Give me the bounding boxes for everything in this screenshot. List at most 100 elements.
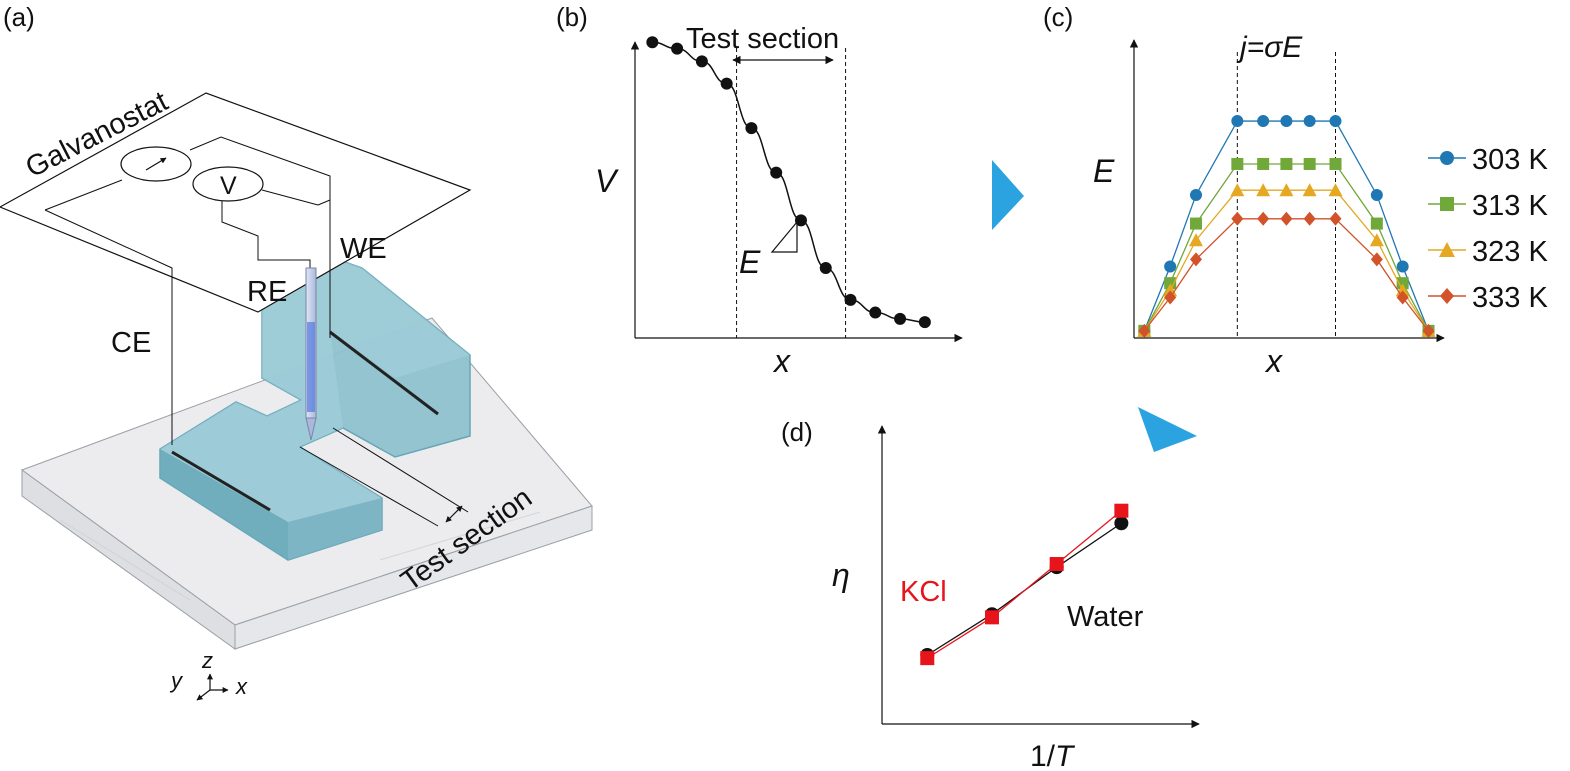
data-point xyxy=(1114,516,1129,531)
kcl-label: KCl xyxy=(900,576,947,608)
data-point xyxy=(1189,233,1203,247)
data-point xyxy=(1256,183,1271,197)
legend-marker xyxy=(1440,197,1454,211)
chart-d-ylabel: η xyxy=(832,557,850,593)
series-line xyxy=(1143,189,1430,332)
data-point xyxy=(920,651,935,666)
axis-y-label: y xyxy=(169,668,184,693)
panel-d: (d) η 1/T KCl Water xyxy=(781,417,1200,771)
data-point xyxy=(1422,323,1435,338)
arrow-b-to-c-icon xyxy=(992,160,1024,230)
panel-c-label: (c) xyxy=(1043,2,1073,32)
chart-c-xlabel: x xyxy=(1264,343,1283,379)
arrow-c-to-d-icon xyxy=(1138,407,1197,452)
reference-electrode-probe xyxy=(305,267,317,441)
data-point xyxy=(819,262,832,275)
water-label: Water xyxy=(1067,601,1144,633)
chart-d-xlabel-prefix: 1/ xyxy=(1030,740,1056,771)
data-point xyxy=(1231,115,1244,128)
data-point xyxy=(1369,233,1384,247)
data-point xyxy=(1164,277,1177,290)
data-point xyxy=(844,293,857,306)
chart-d-xlabel-var: T xyxy=(1055,740,1076,771)
data-point xyxy=(1164,260,1177,273)
panel-a: (a) Test section Galvanostat xyxy=(0,2,593,701)
chart-c-plot xyxy=(1137,52,1436,338)
data-point xyxy=(869,306,882,319)
data-point xyxy=(1190,252,1202,267)
chart-d-plot xyxy=(920,503,1129,666)
galvanostat-box xyxy=(0,92,472,313)
data-point xyxy=(1114,503,1129,518)
data-point xyxy=(1396,277,1409,290)
chart-b-ylabel: V xyxy=(595,163,619,199)
voltmeter-symbol: V xyxy=(220,172,237,200)
data-point xyxy=(1302,183,1317,197)
chart-d-xlabel: 1/T xyxy=(1030,740,1076,771)
coordinate-axes-icon xyxy=(196,673,229,701)
circuit-wiring xyxy=(44,136,331,445)
axis-z-label: z xyxy=(201,648,213,673)
data-point xyxy=(770,166,783,179)
data-point xyxy=(671,42,684,55)
test-section-dimension xyxy=(299,427,469,527)
data-point xyxy=(894,312,907,325)
data-point xyxy=(1396,260,1409,273)
data-point xyxy=(918,316,931,329)
data-point xyxy=(1049,557,1064,572)
panel-a-label: (a) xyxy=(3,2,35,32)
panel-b-label: (b) xyxy=(556,2,588,32)
we-label: WE xyxy=(340,233,387,265)
data-point xyxy=(1138,323,1151,338)
data-point xyxy=(1329,157,1342,170)
voltmeter-icon xyxy=(192,166,264,202)
data-point xyxy=(646,36,659,49)
series-line xyxy=(1143,218,1430,332)
data-point xyxy=(794,214,807,227)
axis-x-label: x xyxy=(235,674,248,699)
data-point xyxy=(1303,115,1316,128)
data-point xyxy=(1257,115,1270,128)
working-electrode-strip xyxy=(329,330,439,416)
ce-label: CE xyxy=(111,327,151,359)
chart-b-plot xyxy=(646,36,931,338)
potential-curve xyxy=(652,41,925,323)
data-point xyxy=(1329,211,1342,226)
slope-label: E xyxy=(739,244,761,280)
data-point xyxy=(695,55,708,68)
panel-b: (b) V x Test section E xyxy=(556,2,963,379)
legend-label: 303 K xyxy=(1472,144,1548,176)
data-point xyxy=(1164,290,1177,305)
data-point xyxy=(1280,211,1293,226)
data-point xyxy=(1231,157,1244,170)
data-point xyxy=(1370,217,1383,230)
re-label: RE xyxy=(247,276,287,308)
data-point xyxy=(1280,115,1293,128)
chart-c-ylabel: E xyxy=(1093,153,1115,189)
data-point xyxy=(1303,157,1316,170)
data-point xyxy=(745,122,758,135)
data-point xyxy=(1370,252,1383,267)
legend-label: 333 K xyxy=(1472,282,1548,314)
data-point xyxy=(1303,211,1316,226)
series-line xyxy=(926,522,1122,656)
slope-triangle xyxy=(770,220,798,253)
chart-b-xlabel: x xyxy=(772,343,791,379)
data-point xyxy=(984,610,999,625)
series-line xyxy=(1143,120,1430,332)
data-point xyxy=(1230,183,1245,197)
data-point xyxy=(1370,188,1383,201)
data-point xyxy=(1257,211,1270,226)
data-point xyxy=(1279,183,1294,197)
data-point xyxy=(1190,188,1202,201)
legend-marker xyxy=(1440,151,1454,165)
counter-electrode-strip xyxy=(171,450,271,512)
panel-d-label: (d) xyxy=(781,417,813,447)
data-point xyxy=(1396,290,1409,305)
legend-label: 313 K xyxy=(1472,190,1548,222)
data-point xyxy=(1190,217,1202,230)
data-point xyxy=(720,77,733,90)
